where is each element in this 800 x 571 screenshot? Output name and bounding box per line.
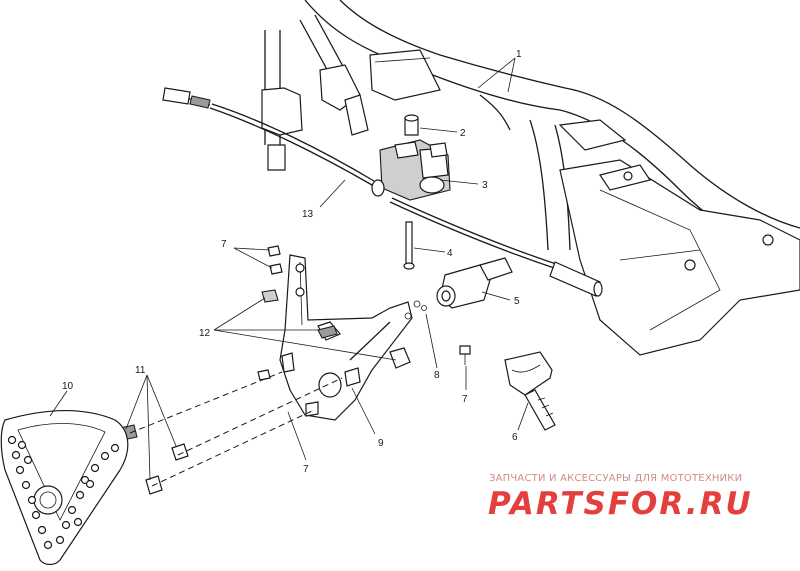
pin: [403, 221, 415, 270]
callout-7-right: 7: [462, 394, 468, 405]
callout-1: 1: [516, 49, 522, 60]
throttle-cable: [162, 87, 375, 186]
callout-2: 2: [460, 128, 466, 139]
ignition-switch: [413, 257, 513, 311]
callout-12: 12: [199, 328, 211, 339]
headlight-cover: [0, 409, 129, 566]
callout-3: 3: [482, 180, 488, 191]
callout-11: 11: [135, 365, 146, 376]
callout-7-top: 7: [221, 239, 227, 250]
assembly-lines: [129, 371, 343, 487]
ignition-key: [504, 351, 556, 431]
callout-13: 13: [302, 209, 314, 220]
watermark-logo: partsfor.ru: [488, 486, 753, 522]
callout-4: 4: [447, 248, 453, 259]
leader-lines: [49, 57, 529, 481]
frame-tube: [261, 0, 800, 356]
callout-9: 9: [378, 438, 384, 449]
callout-6: 6: [512, 432, 518, 443]
watermark-caption: ЗАПЧАСТИ И АКСЕССУАРЫ ДЛЯ МОТОТЕХНИКИ: [489, 473, 743, 484]
lower-cable: [389, 197, 603, 297]
callout-10: 10: [62, 381, 74, 392]
screw-set: [257, 245, 471, 381]
callout-5: 5: [514, 296, 520, 307]
callout-labels: 1 2 3 4 5 6 7 7 7 8 9 10 11 12 13: [62, 49, 522, 475]
valve-assembly: [371, 114, 451, 201]
callout-7-bottom: 7: [303, 464, 309, 475]
callout-8: 8: [434, 370, 440, 381]
mounting-bracket: [279, 254, 413, 421]
